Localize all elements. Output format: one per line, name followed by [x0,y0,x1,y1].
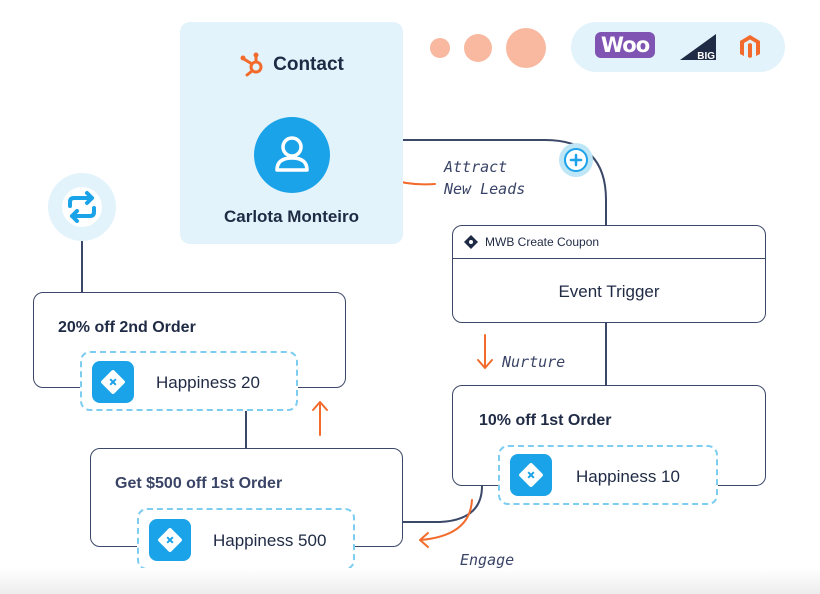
refresh-icon [62,187,102,227]
engage-annotation: Engage [460,551,515,569]
bottom-edge-shadow [0,568,820,594]
second-order-coupon[interactable]: Happiness 20 [80,351,298,411]
arrow-nurture [477,334,493,369]
coupon-ticket-icon [101,370,125,394]
decorative-dot-medium [464,34,492,62]
user-icon [275,136,309,172]
attract-line-1: Attract [444,158,508,176]
arrow-engage [419,499,473,548]
decorative-dot-small [430,38,450,58]
second-order-coupon-label: Happiness 20 [156,373,260,392]
big-order-coupon-label: Happiness 500 [213,531,327,550]
contact-card: Contact Carlota Monteiro [180,22,403,244]
first-order-offer-title: 10% off 1st Order [479,412,612,429]
magento-logo [740,35,760,58]
integrations-pill: Woo BIG [571,22,785,72]
trigger-header: MWB Create Coupon [453,226,765,259]
contact-header: Contact [180,52,403,78]
coupon-icon [92,361,134,403]
coupon-tag-icon [464,235,478,249]
hubspot-icon [240,52,263,77]
contact-avatar [254,117,330,193]
trigger-header-label: MWB Create Coupon [485,235,600,249]
attract-annotation: Attract New Leads [444,156,525,200]
big-order-coupon[interactable]: Happiness 500 [137,508,355,570]
connector-first-order-to-big-order [403,485,483,523]
contact-name: Carlota Monteiro [223,207,360,226]
plus-icon [569,153,583,167]
bigcommerce-label: BIG [697,51,715,62]
first-order-coupon[interactable]: Happiness 10 [498,445,718,505]
arrow-second-order-up [312,401,328,436]
coupon-ticket-icon [158,528,182,552]
decorative-dot-large [506,28,546,68]
attract-line-2: New Leads [444,180,526,198]
second-order-offer-title: 20% off 2nd Order [58,319,196,336]
nurture-annotation: Nurture [502,353,566,371]
loop-badge [48,173,116,241]
coupon-icon [510,454,552,496]
coupon-ticket-icon [519,463,543,487]
bigcommerce-logo: BIG [680,34,716,62]
woocommerce-logo: Woo [595,32,655,58]
coupon-icon [149,519,191,561]
event-trigger-box[interactable]: MWB Create Coupon Event Trigger [452,225,766,323]
contact-header-label: Contact [273,54,344,75]
add-step-button[interactable] [559,143,593,177]
first-order-coupon-label: Happiness 10 [576,467,680,486]
trigger-label: Event Trigger [558,282,660,301]
big-order-offer-title: Get $500 off 1st Order [115,475,283,492]
